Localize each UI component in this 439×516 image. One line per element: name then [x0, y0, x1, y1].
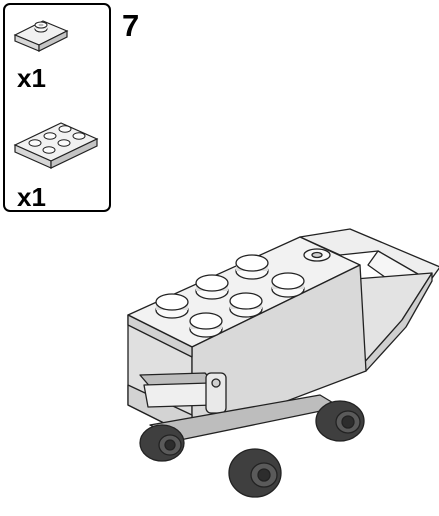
part-quantity-1: x1: [17, 63, 46, 93]
model-illustration: [110, 225, 439, 510]
plate-2x3-icon: [13, 122, 99, 169]
part-item-2: [5, 113, 105, 173]
part-quantity-2: x1: [17, 182, 46, 212]
plate-1x2-jumper-icon: [13, 20, 69, 52]
parts-callout: x1 x1: [3, 3, 111, 212]
part-item-1: [5, 13, 75, 53]
step-number: 7: [122, 8, 140, 43]
lego-cart-assembly-icon: [127, 228, 439, 498]
